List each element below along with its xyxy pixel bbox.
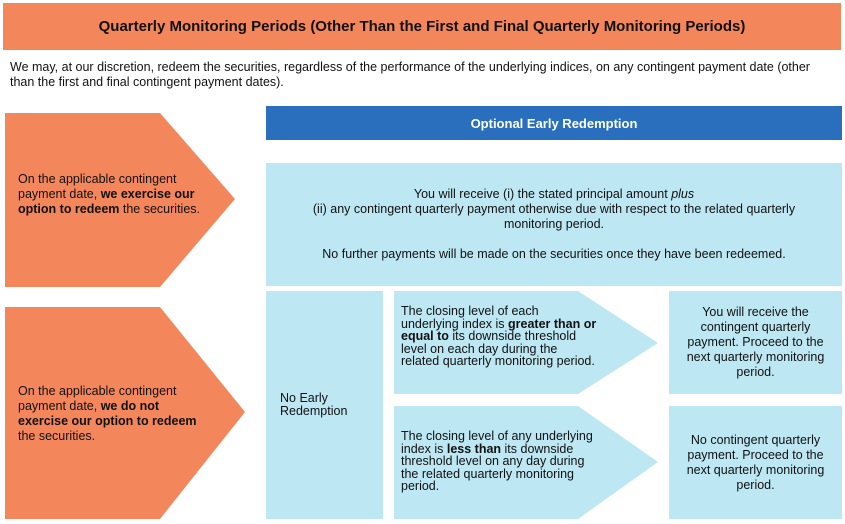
condition-above-bold: greater than or equal to xyxy=(401,316,597,344)
result-contingent-payment: You will receive the contingent quarterl… xyxy=(669,291,842,394)
no-early-redemption-label: No Early Redemption xyxy=(280,391,348,418)
not-exercise-text-part1: On the applicable contingent payment dat… xyxy=(18,384,177,413)
condition-above-threshold: The closing level of each underlying ind… xyxy=(401,305,597,368)
redemption-line-1-plus: plus xyxy=(671,187,695,201)
not-exercise-text-bold: we do not exercise our option to redeem xyxy=(18,399,197,428)
redemption-line-1-text: You will receive (i) the stated principa… xyxy=(413,187,672,201)
condition-below-part1: The closing level of any underlying inde… xyxy=(401,429,593,456)
not-exercise-text-part2: the securities. xyxy=(18,429,96,443)
condition-above-part1: The closing level of each underlying ind… xyxy=(401,304,539,331)
intro-text: We may, at our discretion, redeem the se… xyxy=(10,60,810,89)
exercise-text-bold: we exercise our option to redeem xyxy=(18,187,195,216)
condition-below-part2: its downside threshold level on any day … xyxy=(401,441,585,494)
diagram-title: Quarterly Monitoring Periods (Other Than… xyxy=(3,3,841,50)
exercise-text-part1: On the applicable contingent payment dat… xyxy=(18,172,177,201)
condition-below-bold: less than xyxy=(446,441,502,456)
redemption-payment-box: You will receive (i) the stated principa… xyxy=(266,163,842,286)
redemption-line-2: (ii) any contingent quarterly payment ot… xyxy=(312,202,796,231)
result-above-text: You will receive the contingent quarterl… xyxy=(686,305,825,379)
condition-above-shape xyxy=(394,291,658,394)
result-below-text: No contingent quarterly payment. Proceed… xyxy=(686,432,825,492)
redemption-line-3: No further payments will be made on the … xyxy=(322,247,786,261)
optional-early-redemption-header: Optional Early Redemption xyxy=(266,106,842,140)
condition-below-threshold: The closing level of any underlying inde… xyxy=(401,430,597,493)
exercise-option-label: On the applicable contingent payment dat… xyxy=(18,172,208,217)
exercise-text-part2: the securities. xyxy=(119,202,200,216)
condition-below-shape xyxy=(394,406,658,519)
not-exercise-option-label: On the applicable contingent payment dat… xyxy=(18,384,198,444)
result-no-payment: No contingent quarterly payment. Proceed… xyxy=(669,406,842,519)
exercise-arrow-shape xyxy=(5,113,235,287)
no-early-redemption-box: No Early Redemption xyxy=(266,291,383,519)
condition-above-part2: its downside threshold level on each day… xyxy=(401,329,595,369)
not-exercise-arrow-shape xyxy=(5,307,245,519)
redemption-line-1: You will receive (i) the stated principa… xyxy=(414,187,694,202)
